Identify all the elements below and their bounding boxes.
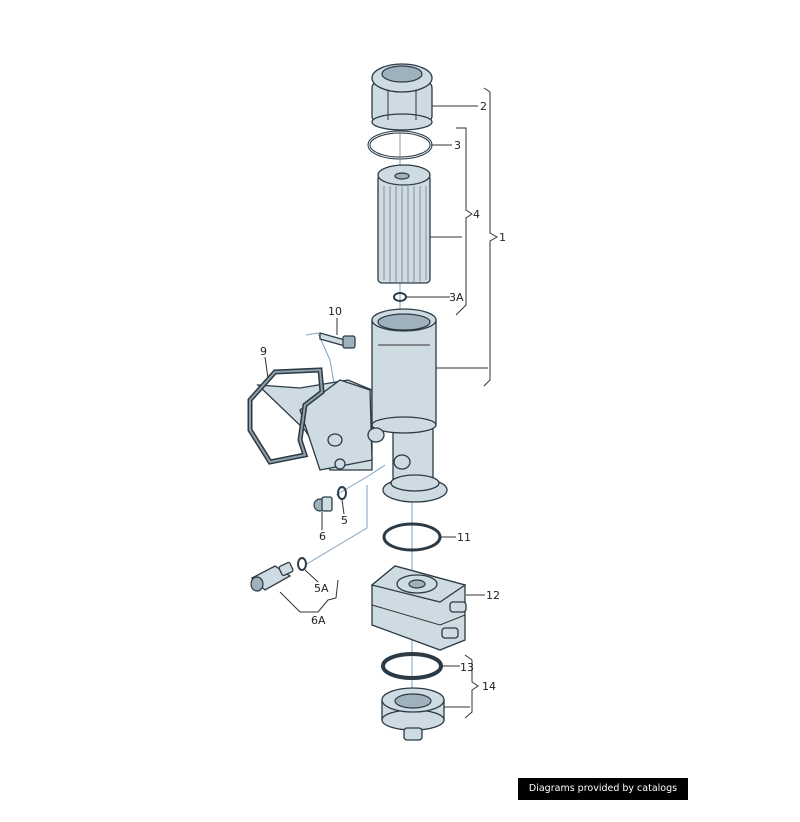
callout-14: 14 xyxy=(482,680,496,693)
gasket-9[interactable] xyxy=(247,367,325,465)
callout-6: 6 xyxy=(319,530,326,543)
oil-filter-cap[interactable] xyxy=(371,63,433,131)
cover-14[interactable] xyxy=(381,687,445,741)
callout-11: 11 xyxy=(457,531,471,544)
oil-filter-housing[interactable] xyxy=(256,308,448,503)
seal-ring-5a[interactable] xyxy=(297,557,307,571)
callout-6a: 6A xyxy=(311,614,326,627)
callout-2: 2 xyxy=(480,100,487,113)
callout-5a: 5A xyxy=(314,582,329,595)
leader-lines xyxy=(264,87,499,719)
plug-6[interactable] xyxy=(313,496,333,512)
seal-ring-5[interactable] xyxy=(337,486,347,500)
callout-13: 13 xyxy=(460,661,474,674)
oil-cooler[interactable] xyxy=(370,565,467,651)
callout-3: 3 xyxy=(454,139,461,152)
callout-5: 5 xyxy=(341,514,348,527)
callout-10: 10 xyxy=(328,305,342,318)
callout-9: 9 xyxy=(260,345,267,358)
callout-labels: 2 3 4 1 3A 10 9 5 6 11 12 5A 6A 13 14 xyxy=(260,100,506,693)
filter-element[interactable] xyxy=(377,164,431,284)
callout-12: 12 xyxy=(486,589,500,602)
parts-diagram: 2 3 4 1 3A 10 9 5 6 11 12 5A 6A 13 14 xyxy=(247,63,506,741)
callout-3a: 3A xyxy=(449,291,464,304)
bolt-10[interactable] xyxy=(319,332,356,349)
callout-1: 1 xyxy=(499,231,506,244)
callout-4: 4 xyxy=(473,208,480,221)
oil-pressure-switch-6a[interactable] xyxy=(250,561,294,592)
credit-badge: Diagrams provided by catalogs parts xyxy=(518,778,688,816)
